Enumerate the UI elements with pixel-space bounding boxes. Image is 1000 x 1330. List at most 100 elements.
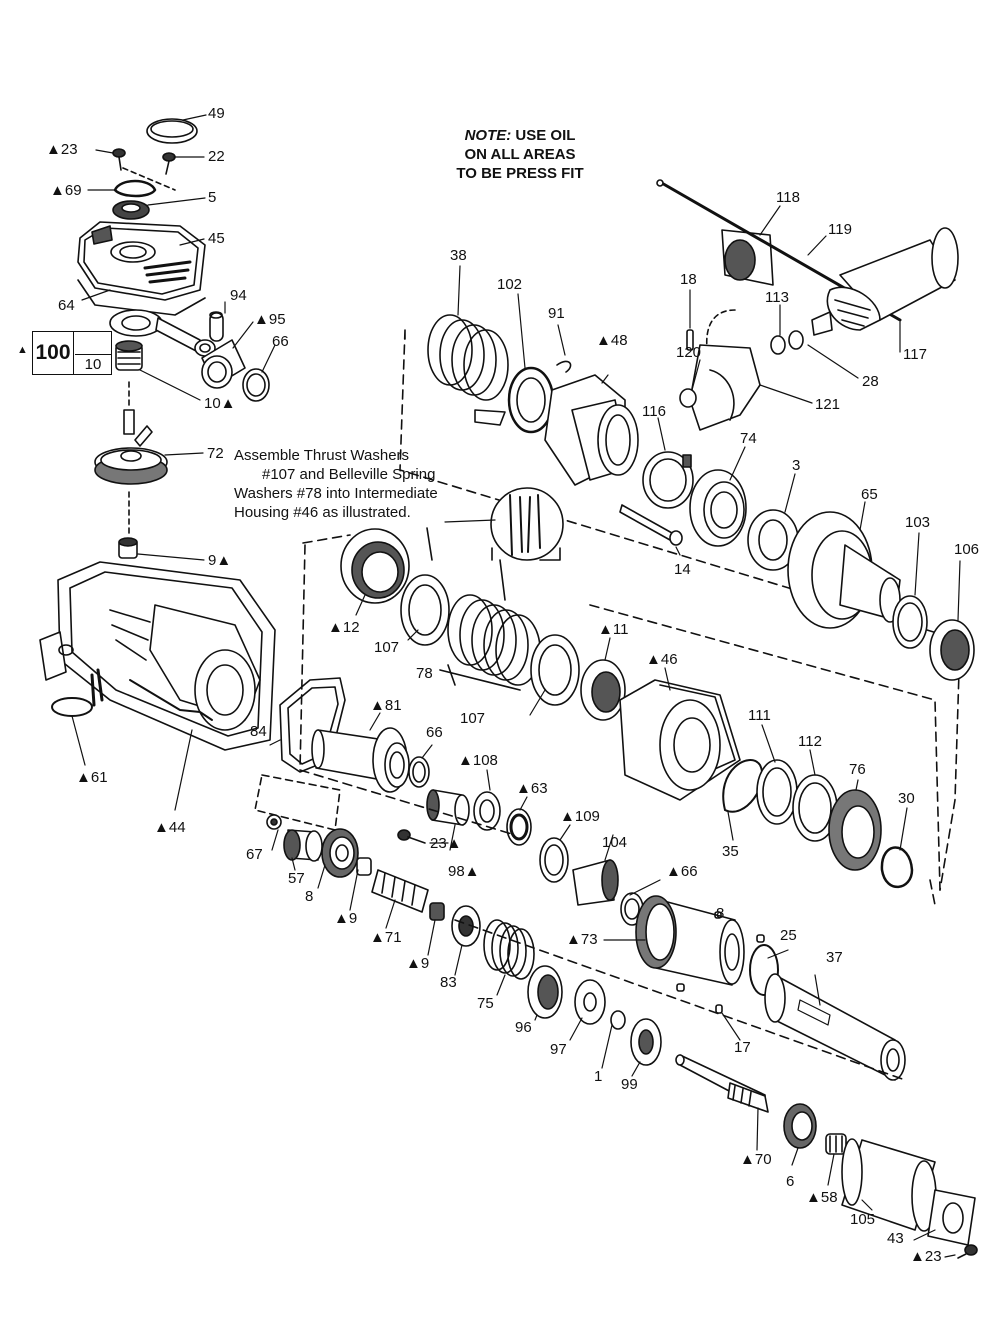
part-8-bearing bbox=[321, 828, 359, 878]
label-102: 102 bbox=[497, 276, 523, 293]
label-10: 10▲ bbox=[204, 395, 236, 412]
label-94: 94 bbox=[230, 287, 247, 304]
label-113: 113 bbox=[765, 289, 789, 306]
label-64: 64 bbox=[58, 297, 75, 314]
part-116-band bbox=[642, 451, 694, 509]
label-65: 65 bbox=[861, 486, 878, 503]
dashed-outline-middle bbox=[299, 544, 936, 906]
part-9-bearing-low bbox=[429, 902, 445, 921]
part-37-barrel bbox=[764, 973, 906, 1081]
label-17: 17 bbox=[734, 1039, 751, 1056]
label-118: 118 bbox=[776, 189, 800, 206]
part-72-gear bbox=[94, 409, 168, 485]
instruction-line-1: Assemble Thrust Washers bbox=[234, 447, 410, 464]
part-107-thrust-washer-a bbox=[400, 574, 450, 646]
part-120-lever bbox=[679, 344, 761, 431]
box-100-sub: 10 bbox=[75, 354, 111, 375]
label-75: 75 bbox=[477, 995, 494, 1012]
label-28: 28 bbox=[862, 373, 879, 390]
label-69: ▲69 bbox=[50, 182, 82, 199]
label-97: 97 bbox=[550, 1041, 567, 1058]
part-23-screw-mid bbox=[397, 829, 426, 844]
part-5-bearing bbox=[112, 200, 150, 220]
part-61-o-ring bbox=[51, 697, 93, 717]
part-23-screw-bottom bbox=[957, 1244, 978, 1259]
part-74-ring bbox=[689, 469, 747, 547]
label-63: ▲63 bbox=[516, 780, 548, 797]
detail-callout bbox=[426, 487, 564, 601]
label-96: 96 bbox=[515, 1019, 532, 1036]
label-120: 120 bbox=[676, 344, 702, 361]
label-23-top: ▲23 bbox=[46, 141, 78, 158]
label-23-mid: 23▲ bbox=[430, 835, 462, 852]
label-98: 98▲ bbox=[448, 863, 480, 880]
label-44: ▲44 bbox=[154, 819, 186, 836]
label-104: 104 bbox=[602, 834, 628, 851]
label-48: ▲48 bbox=[596, 332, 628, 349]
label-18: 18 bbox=[680, 271, 697, 288]
instruction-line-4: Housing #46 as illustrated. bbox=[234, 504, 411, 521]
part-63-washer bbox=[506, 808, 532, 846]
press-fit-note: NOTE: USE OIL ON ALL AREAS TO BE PRESS F… bbox=[430, 126, 610, 183]
part-70-spindle bbox=[675, 1054, 769, 1113]
box-100-main: 100 bbox=[33, 332, 74, 374]
part-12-needle-bearing bbox=[340, 528, 410, 604]
part-69-retaining-ring bbox=[113, 179, 157, 198]
part-48-housing bbox=[544, 374, 639, 486]
part-38-spring bbox=[427, 314, 509, 401]
note-line-1: USE OIL bbox=[515, 127, 576, 144]
part-6-bearing bbox=[783, 1103, 817, 1149]
label-116: 116 bbox=[642, 403, 666, 420]
label-8-b: 8 bbox=[716, 905, 725, 922]
label-66-top: 66 bbox=[272, 333, 289, 350]
part-104-sleeve bbox=[572, 859, 619, 906]
label-25: 25 bbox=[780, 927, 797, 944]
label-58: ▲58 bbox=[806, 1189, 838, 1206]
label-76: 76 bbox=[849, 761, 866, 778]
label-107-b: 107 bbox=[460, 710, 486, 727]
label-83: 83 bbox=[440, 974, 457, 991]
note-prefix: NOTE: bbox=[464, 127, 512, 144]
label-103: 103 bbox=[905, 514, 931, 531]
part-30-ring bbox=[880, 846, 914, 889]
part-9-bearing-small bbox=[118, 537, 138, 559]
label-8-a: 8 bbox=[305, 888, 314, 905]
label-111: 111 bbox=[748, 707, 771, 724]
label-66-low: ▲66 bbox=[666, 863, 698, 880]
part-10-needle-bearing bbox=[115, 340, 143, 371]
part-14-screw bbox=[619, 504, 683, 546]
part-100-connecting-rod bbox=[109, 309, 216, 357]
part-11-needle-bearing bbox=[580, 659, 626, 721]
part-22-screw bbox=[162, 152, 176, 175]
part-76-seal bbox=[828, 789, 882, 871]
part-17-pin bbox=[715, 1004, 723, 1014]
part-91-key bbox=[556, 360, 572, 373]
part-49-cap bbox=[146, 118, 198, 144]
part-113-ring bbox=[770, 335, 786, 355]
label-66-mid: 66 bbox=[426, 724, 443, 741]
part-81-cylinder bbox=[311, 727, 410, 793]
part-43-end-cap bbox=[927, 1189, 976, 1246]
label-106: 106 bbox=[954, 541, 980, 558]
part-1-nut bbox=[610, 1010, 626, 1030]
label-109: ▲109 bbox=[560, 808, 600, 825]
box-100-marker: ▲ bbox=[17, 344, 28, 356]
label-119: 119 bbox=[828, 221, 852, 238]
label-84: 84 bbox=[250, 723, 267, 740]
label-57: 57 bbox=[288, 870, 305, 887]
note-line-2: ON ALL AREAS bbox=[464, 146, 576, 163]
label-67: 67 bbox=[246, 846, 263, 863]
label-112: 112 bbox=[798, 733, 822, 750]
part-118-clamp bbox=[721, 229, 774, 286]
label-121: 121 bbox=[815, 396, 841, 413]
part-23-screw-top bbox=[112, 148, 126, 171]
label-1: 1 bbox=[594, 1068, 603, 1085]
part-103-ring bbox=[892, 595, 928, 649]
label-107-a: 107 bbox=[374, 639, 400, 656]
label-45: 45 bbox=[208, 230, 225, 247]
label-23-bottom: ▲23 bbox=[910, 1248, 942, 1265]
part-95-sleeve bbox=[201, 339, 246, 389]
part-75-spring bbox=[483, 919, 535, 980]
label-81: ▲81 bbox=[370, 697, 402, 714]
part-46-intermediate-housing bbox=[619, 679, 741, 801]
